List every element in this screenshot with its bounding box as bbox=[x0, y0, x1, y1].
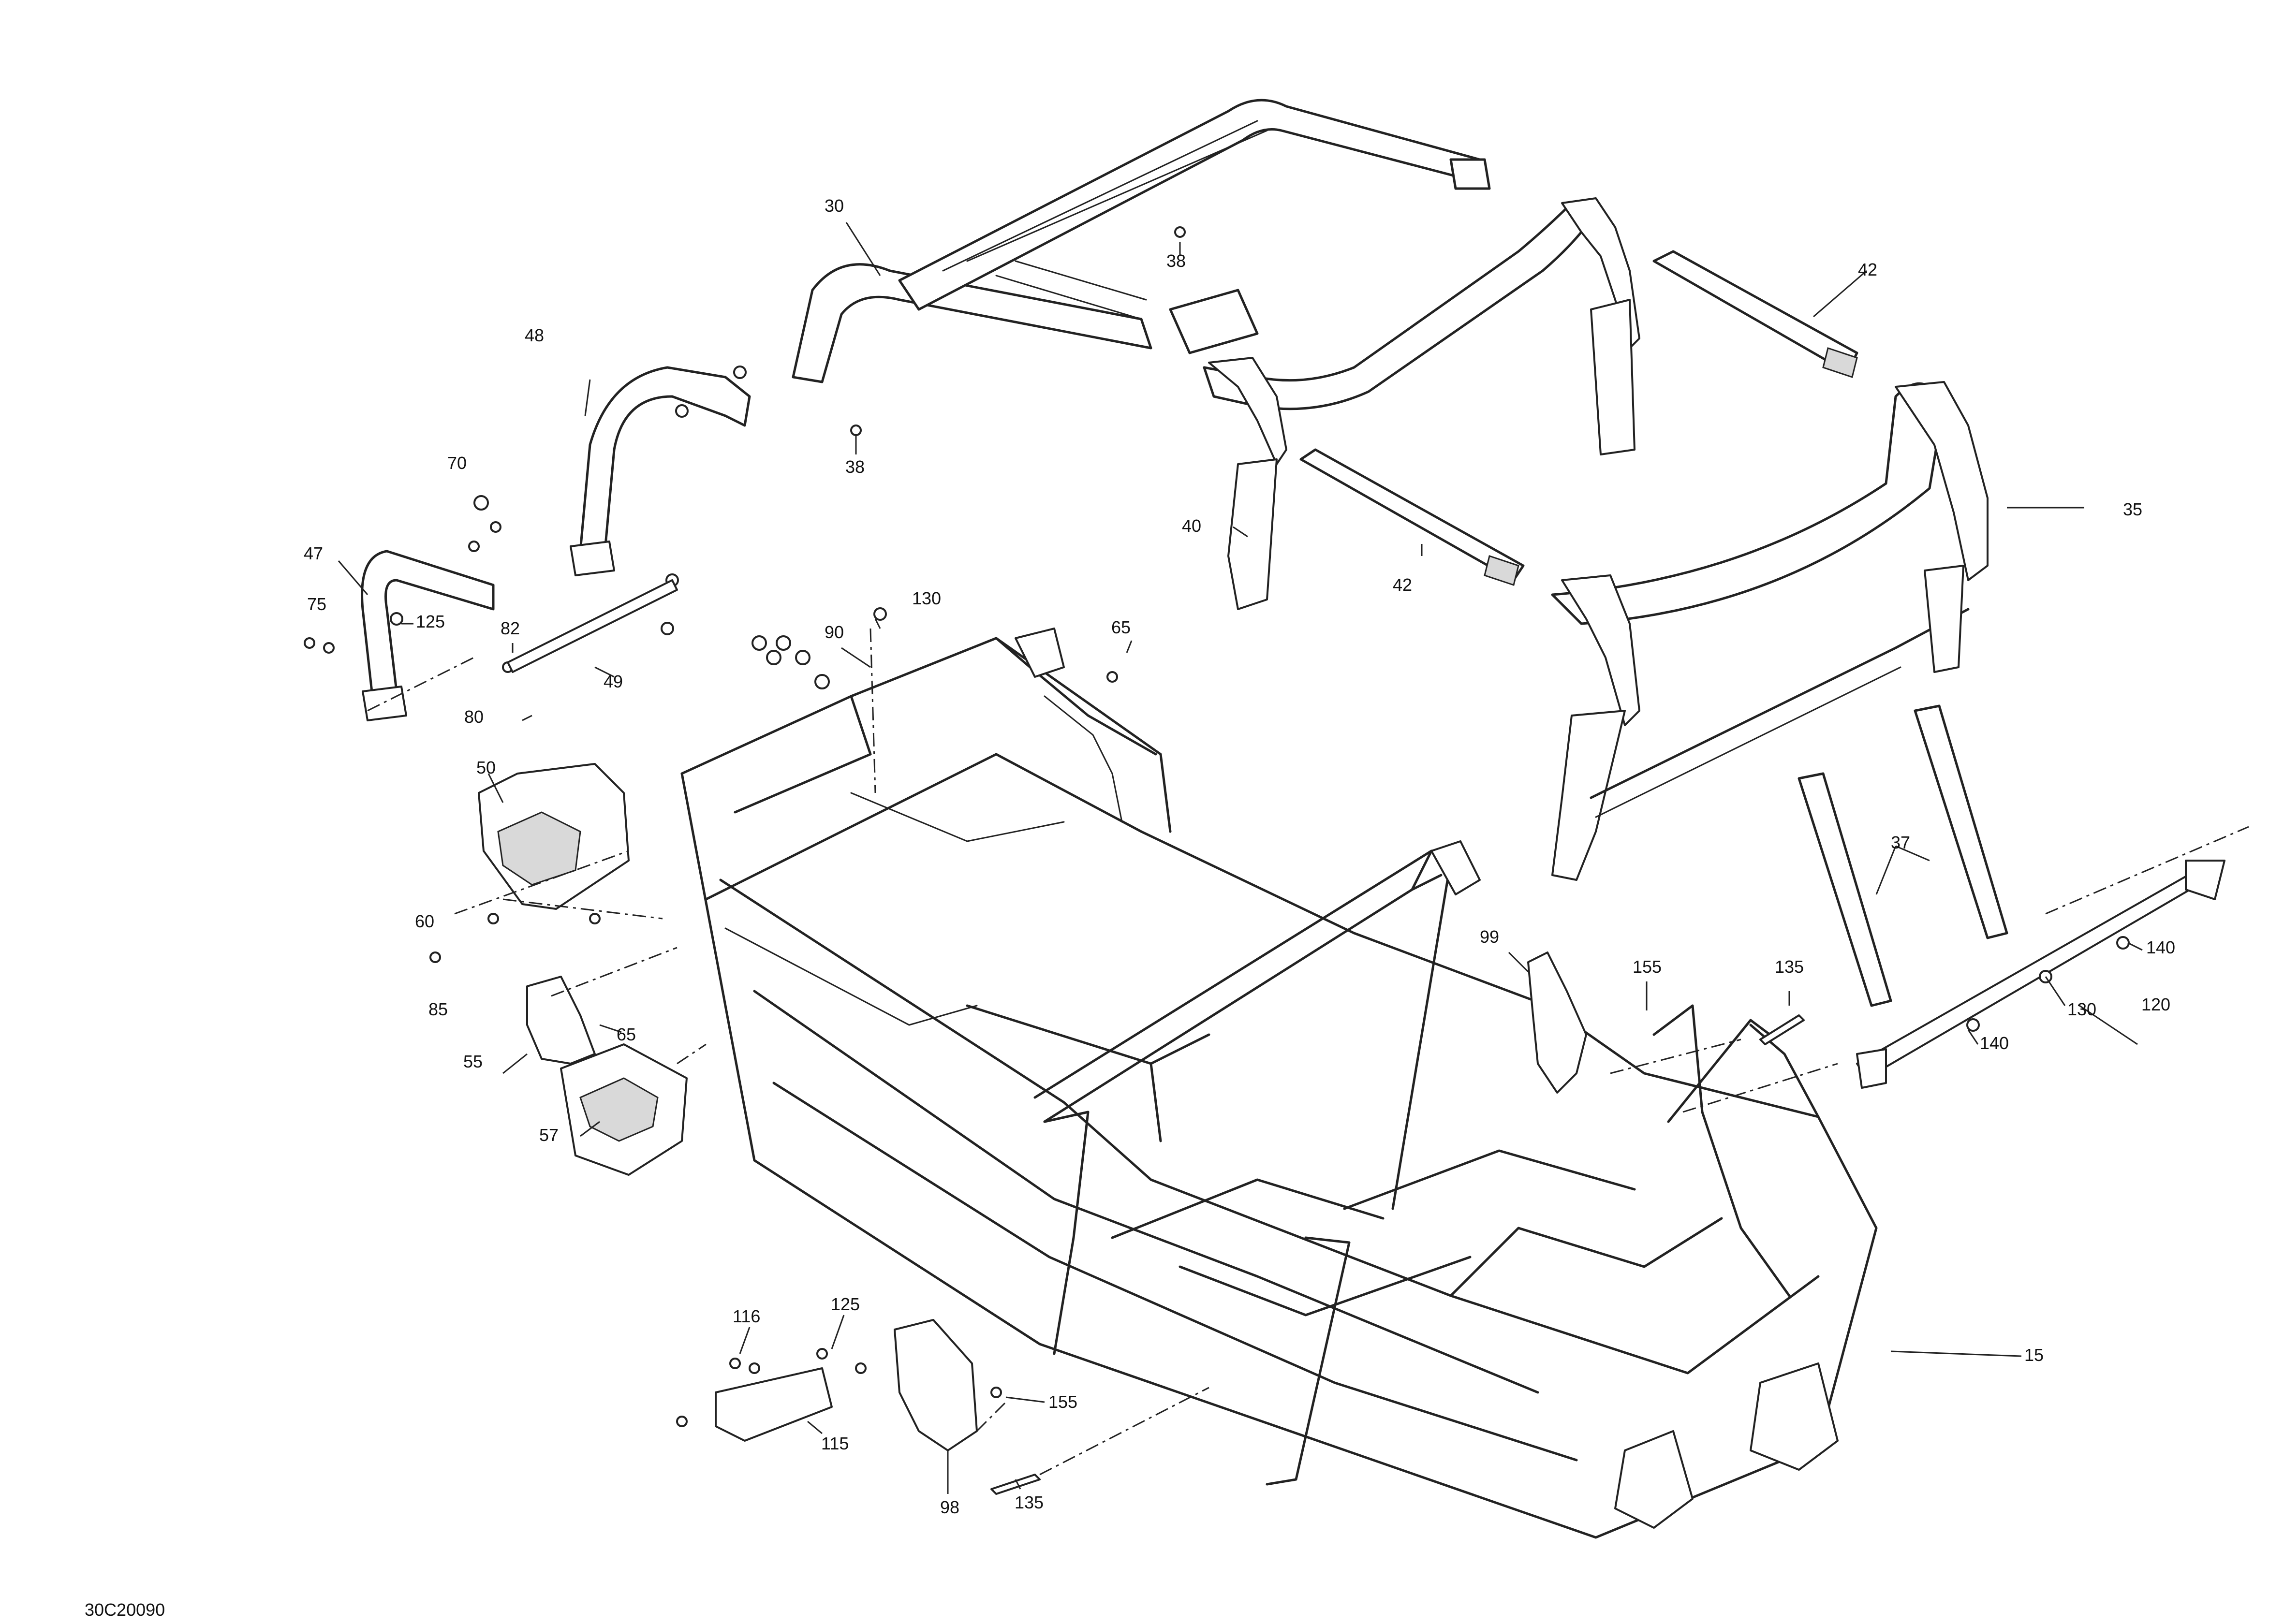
callout-48: 48 bbox=[525, 325, 544, 345]
bolt-135-lower bbox=[990, 1474, 1041, 1495]
callout-15: 15 bbox=[2024, 1345, 2044, 1365]
callout-140-lower: 140 bbox=[1980, 1033, 2009, 1053]
callout-50: 50 bbox=[476, 758, 496, 777]
rear-bracket-right bbox=[1527, 951, 1587, 1094]
callout-38-upper: 38 bbox=[1166, 251, 1186, 271]
front-roll-cage bbox=[792, 99, 1491, 383]
callout-120: 120 bbox=[2141, 995, 2170, 1014]
callout-55: 55 bbox=[463, 1052, 483, 1071]
callout-47: 47 bbox=[304, 543, 323, 563]
callouts: 30 38 38 42 42 48 40 35 70 47 75 125 82 … bbox=[304, 196, 2175, 1517]
callout-35: 35 bbox=[2123, 499, 2142, 519]
leader-lines bbox=[338, 222, 2143, 1494]
callout-40: 40 bbox=[1182, 516, 1201, 536]
callout-125-upper: 125 bbox=[416, 612, 445, 631]
rear-roll-cage-hoop bbox=[1551, 381, 1989, 881]
callout-155-upper: 155 bbox=[1633, 957, 1662, 977]
callout-80: 80 bbox=[464, 707, 484, 727]
fasteners-left bbox=[304, 495, 1118, 963]
callout-115: 115 bbox=[821, 1434, 849, 1453]
diagram-code: 30C20090 bbox=[85, 1600, 165, 1620]
callout-42-lower: 42 bbox=[1393, 575, 1412, 595]
callout-130-upper: 130 bbox=[912, 588, 941, 608]
callout-116: 116 bbox=[733, 1306, 760, 1326]
lower-grab-handle bbox=[361, 550, 495, 721]
callout-42-upper: 42 bbox=[1858, 260, 1877, 279]
callout-65-upper: 65 bbox=[1111, 617, 1131, 637]
callout-135-lower: 135 bbox=[1015, 1492, 1044, 1512]
callout-30: 30 bbox=[825, 196, 844, 216]
callout-57: 57 bbox=[539, 1125, 559, 1145]
callout-70: 70 bbox=[447, 453, 467, 473]
callout-135-upper: 135 bbox=[1775, 957, 1804, 977]
callout-140-upper: 140 bbox=[2146, 937, 2175, 957]
callout-98: 98 bbox=[940, 1497, 959, 1517]
callout-155-lower: 155 bbox=[1048, 1392, 1077, 1412]
rear-vertical-tubes bbox=[1798, 704, 2008, 1007]
bracket-115 bbox=[676, 1348, 867, 1442]
main-chassis-frame bbox=[680, 628, 1878, 1539]
callout-65-lower: 65 bbox=[617, 1024, 636, 1044]
callout-99: 99 bbox=[1480, 927, 1499, 947]
callout-60: 60 bbox=[415, 911, 434, 931]
motor-mount-lower bbox=[560, 1043, 688, 1176]
callout-49: 49 bbox=[604, 672, 623, 691]
callout-85: 85 bbox=[428, 999, 448, 1019]
callout-37: 37 bbox=[1891, 833, 1910, 852]
upper-grab-handle bbox=[570, 366, 751, 576]
callout-130-lower: 130 bbox=[2067, 999, 2096, 1019]
motor-mount-upper bbox=[526, 976, 596, 1065]
steering-support bbox=[478, 763, 630, 910]
b-pillar-hoop bbox=[1203, 197, 1640, 610]
bracket-98 bbox=[894, 1319, 1002, 1451]
callout-90: 90 bbox=[825, 622, 844, 642]
callout-38-lower: 38 bbox=[845, 457, 865, 477]
bolt-135-right bbox=[1759, 1014, 1805, 1045]
roof-crossbars bbox=[1299, 250, 1858, 586]
callout-75: 75 bbox=[307, 594, 326, 614]
assembly-lines bbox=[367, 628, 2249, 1476]
side-rail-120 bbox=[1856, 860, 2225, 1089]
support-bar bbox=[507, 579, 678, 673]
callout-125-lower: 125 bbox=[831, 1294, 860, 1314]
callout-82: 82 bbox=[501, 618, 520, 638]
